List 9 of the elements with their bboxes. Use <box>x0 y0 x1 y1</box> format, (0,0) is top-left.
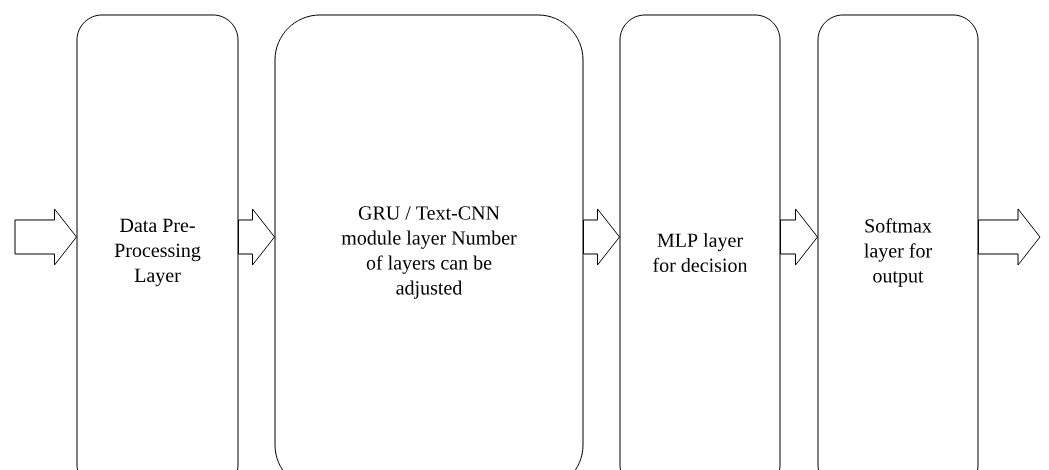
layer-box: GRU / Text-CNN module layer Number of layers can be adjusted <box>274 14 584 470</box>
layer-box: MLP layer for decision <box>619 14 781 470</box>
block-arrow <box>14 208 77 266</box>
block-arrow <box>780 208 818 266</box>
block-arrow <box>238 208 275 266</box>
block-arrow <box>978 208 1041 266</box>
layer-box: Softmax layer for output <box>817 14 979 470</box>
block-arrow <box>583 208 620 266</box>
layer-box: Data Pre-Processing Layer <box>76 14 239 470</box>
